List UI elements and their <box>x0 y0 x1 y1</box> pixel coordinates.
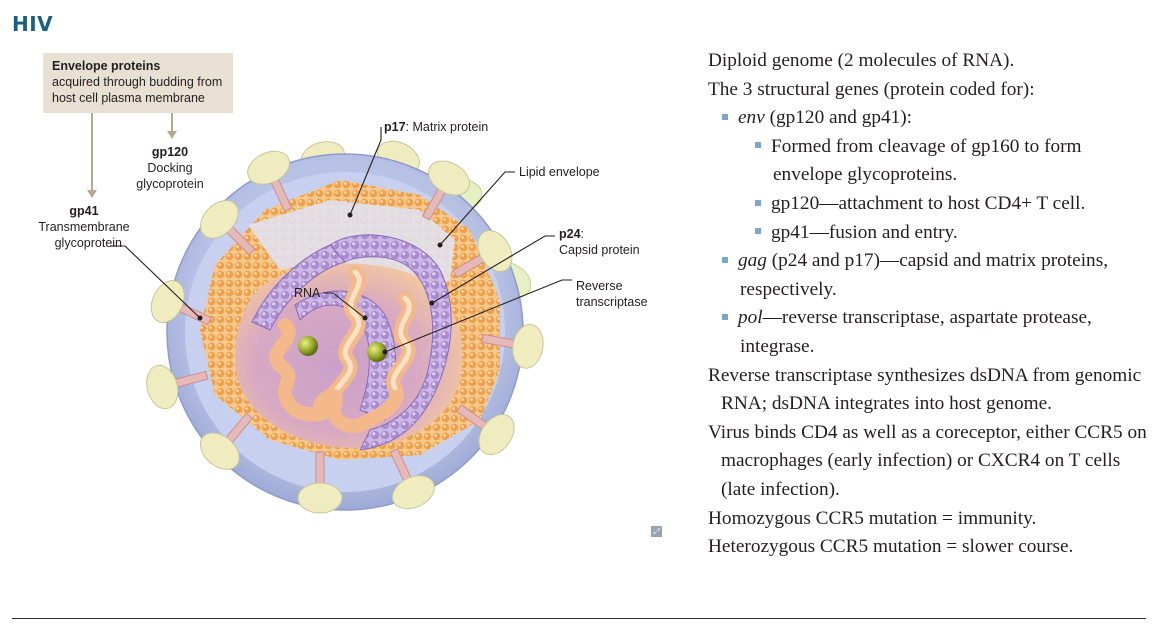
hiv-virion-diagram <box>87 113 572 514</box>
bullet-icon <box>722 313 728 320</box>
bullet-icon <box>755 228 761 235</box>
envelope-proteins-box: Envelope proteins acquired through buddi… <box>43 53 233 113</box>
gp120-desc-2: glycoprotein <box>136 177 204 191</box>
bottom-divider <box>12 618 1146 619</box>
gp41-desc-2: glycoprotein <box>54 236 122 250</box>
page-title: HIV <box>12 12 54 36</box>
capsid-p24-lower <box>251 244 346 331</box>
p17-label: p17: Matrix protein <box>384 119 488 135</box>
gag-gene-name: gag <box>738 250 767 272</box>
note-structural-genes: The 3 structural genes (protein coded fo… <box>708 78 1035 100</box>
envelope-proteins-line-1: acquired through budding from <box>52 75 223 89</box>
note-env-sub-3: gp41—fusion and entry. <box>708 219 1148 248</box>
gp120-name: gp120 <box>151 145 189 159</box>
rt-label-1: Reverse <box>576 279 623 293</box>
bullet-icon <box>722 113 728 120</box>
gp41-desc-1: Transmembrane <box>38 220 130 234</box>
rna-label: RNA <box>294 286 321 300</box>
capsid-p24 <box>329 234 452 451</box>
gp120-label: gp120 Docking glycoprotein <box>120 144 220 192</box>
rna-strands <box>269 265 417 434</box>
bullet-icon <box>722 256 728 263</box>
env-gene-desc: (gp120 and gp41): <box>764 107 913 129</box>
p24-label: p24: Capsid protein <box>559 226 640 258</box>
bullet-icon <box>755 142 761 149</box>
p24-desc: Capsid protein <box>559 243 640 257</box>
p17-desc: : Matrix protein <box>405 120 489 134</box>
note-homozygous: Homozygous CCR5 mutation = immunity. <box>708 507 1037 529</box>
gp41-label: gp41 Transmembrane glycoprotein <box>14 203 154 251</box>
lipid-envelope-label: Lipid envelope <box>519 165 600 179</box>
note-diploid-genome: Diploid genome (2 molecules of RNA). <box>708 50 1015 71</box>
envelope-proteins-heading: Envelope proteins <box>52 59 161 73</box>
rt-label-2: transcriptase <box>576 295 648 309</box>
p24-colon: : <box>580 227 585 241</box>
pol-gene-desc: —reverse transcriptase, aspartate protea… <box>740 307 1092 357</box>
env-sub-2-text: gp120—attachment to host CD4+ T cell. <box>771 192 1086 214</box>
gag-gene-desc: (p24 and p17)—capsid and matrix proteins… <box>740 250 1109 300</box>
env-sub-3-text: gp41—fusion and entry. <box>771 221 958 243</box>
note-heterozygous: Heterozygous CCR5 mutation = slower cour… <box>708 536 1074 558</box>
note-gag-item: gag (p24 and p17)—capsid and matrix prot… <box>708 247 1148 304</box>
notes-panel: Diploid genome (2 molecules of RNA). The… <box>708 47 1148 562</box>
env-gene-name: env <box>738 107 765 129</box>
reverse-transcriptase-label: Reverse transcriptase <box>576 278 648 310</box>
env-sub-1-text: Formed from cleavage of gp160 to form en… <box>771 135 1082 186</box>
note-env-sub-2: gp120—attachment to host CD4+ T cell. <box>708 190 1148 219</box>
gp41-name: gp41 <box>69 204 99 218</box>
p24-name: p24 <box>559 227 581 241</box>
note-reverse-transcriptase: Reverse transcriptase synthesizes dsDNA … <box>708 364 1142 415</box>
spikes-front <box>146 150 544 514</box>
note-cd4-coreceptor: Virus binds CD4 as well as a coreceptor,… <box>708 421 1147 500</box>
bullet-icon <box>755 199 761 206</box>
note-pol-item: pol—reverse transcriptase, aspartate pro… <box>708 304 1148 361</box>
note-env-item: env (gp120 and gp41): <box>708 104 1148 133</box>
reverse-transcriptase-molecule <box>367 342 387 362</box>
image-expand-icon[interactable]: ⤢ <box>651 526 662 537</box>
leader-lines <box>87 113 572 353</box>
gp120-desc-1: Docking <box>147 161 193 175</box>
reverse-transcriptase-molecule <box>298 336 318 356</box>
note-env-sub-1: Formed from cleavage of gp160 to form en… <box>708 133 1148 190</box>
p17-name: p17 <box>384 120 406 134</box>
pol-gene-name: pol <box>738 307 763 329</box>
envelope-proteins-line-2: host cell plasma membrane <box>52 91 205 105</box>
